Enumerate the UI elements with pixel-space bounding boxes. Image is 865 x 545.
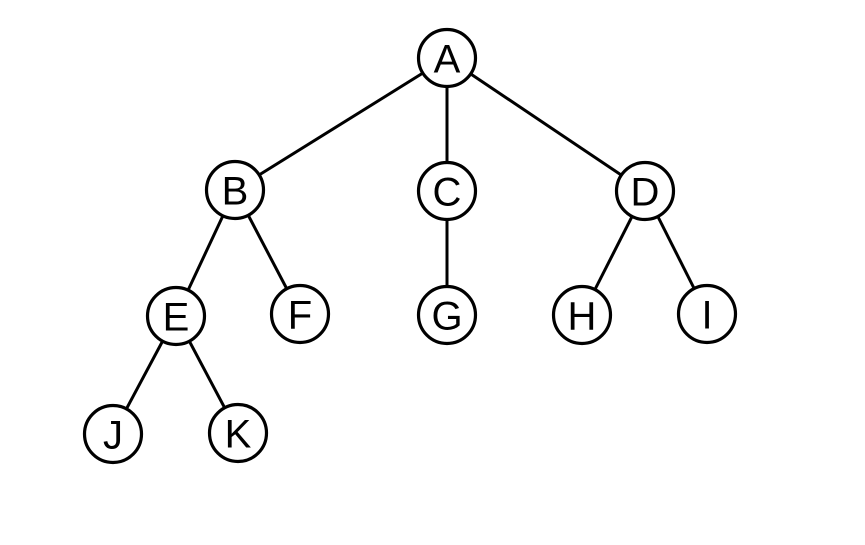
tree-node-J: J: [82, 403, 144, 465]
node-layer: A B C D E F G H I J K: [82, 27, 738, 465]
node-circle-D: [614, 160, 676, 222]
node-circle-E: [145, 285, 207, 347]
node-label-F: F: [288, 293, 312, 337]
node-circle-G: [416, 284, 478, 346]
tree-node-C: C: [416, 160, 478, 222]
node-circle-F: [269, 283, 331, 345]
node-circle-K: [207, 402, 269, 464]
node-circle-B: [204, 159, 266, 221]
node-circle-I: [676, 283, 738, 345]
tree-node-I: I: [676, 283, 738, 345]
node-label-J: J: [103, 413, 123, 457]
node-label-E: E: [163, 295, 190, 339]
tree-node-G: G: [416, 284, 478, 346]
node-label-B: B: [222, 169, 249, 213]
tree-node-B: B: [204, 159, 266, 221]
node-label-K: K: [225, 412, 252, 456]
node-label-I: I: [701, 293, 712, 337]
node-label-C: C: [433, 170, 462, 214]
tree-node-F: F: [269, 283, 331, 345]
node-circle-C: [416, 160, 478, 222]
edge-A-D: [446, 56, 646, 193]
tree-node-E: E: [145, 285, 207, 347]
node-circle-H: [551, 284, 613, 346]
edge-A-B: [234, 56, 448, 192]
tree-node-A: A: [416, 27, 478, 89]
tree-node-K: K: [207, 402, 269, 464]
tree-node-H: H: [551, 284, 613, 346]
node-circle-A: [416, 27, 478, 89]
edge-layer: [111, 56, 709, 435]
node-label-H: H: [568, 294, 597, 338]
node-label-D: D: [631, 170, 660, 214]
node-label-G: G: [431, 294, 462, 338]
node-circle-J: [82, 403, 144, 465]
tree-node-D: D: [614, 160, 676, 222]
node-label-A: A: [434, 37, 461, 81]
